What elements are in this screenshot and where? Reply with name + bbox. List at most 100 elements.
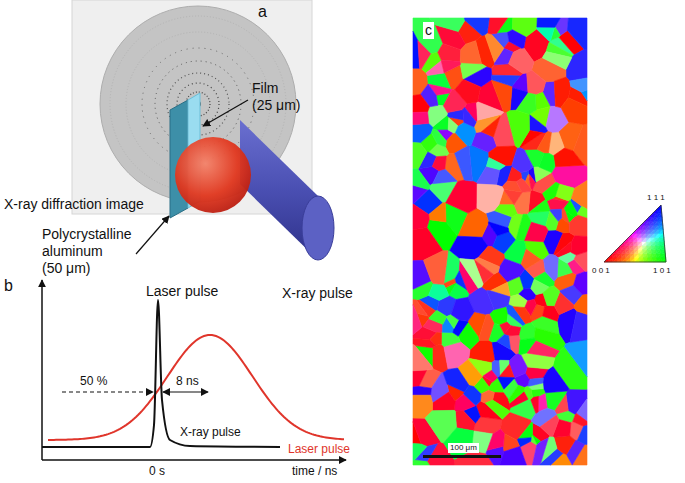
key-cell bbox=[625, 246, 629, 250]
key-cell bbox=[648, 254, 652, 258]
part-label: X-ray pulse bbox=[282, 285, 353, 302]
key-cell bbox=[633, 234, 637, 238]
grain bbox=[418, 41, 431, 69]
key-cell bbox=[637, 234, 641, 238]
key-cell bbox=[617, 254, 621, 258]
key-cell bbox=[641, 229, 645, 233]
key-cell bbox=[657, 258, 661, 262]
key-cell bbox=[634, 250, 638, 254]
axis-label: 0 s bbox=[149, 464, 165, 478]
key-cell bbox=[621, 258, 625, 262]
key-cell bbox=[639, 254, 643, 258]
grain bbox=[444, 279, 457, 288]
grain bbox=[455, 146, 473, 181]
grain bbox=[498, 259, 524, 282]
key-cell bbox=[646, 234, 650, 238]
key-outline bbox=[604, 205, 666, 262]
grain bbox=[497, 334, 511, 349]
key-cell bbox=[660, 242, 664, 246]
key-cell bbox=[641, 225, 645, 229]
delay-arrow bbox=[163, 391, 208, 392]
key-cell bbox=[647, 246, 651, 250]
key-cell bbox=[651, 238, 655, 242]
key-cell bbox=[650, 229, 654, 233]
grain bbox=[570, 78, 587, 92]
key-cell bbox=[655, 234, 659, 238]
color-key bbox=[604, 205, 666, 262]
grain bbox=[574, 271, 587, 295]
key-cell bbox=[617, 258, 621, 262]
grain bbox=[507, 110, 530, 147]
key-cell bbox=[621, 250, 625, 254]
grain bbox=[544, 254, 559, 281]
grain bbox=[567, 18, 587, 49]
xray-pulse-curve bbox=[42, 300, 280, 447]
grain bbox=[413, 338, 436, 347]
key-cell bbox=[645, 225, 649, 229]
grain bbox=[543, 366, 569, 393]
grain bbox=[531, 396, 539, 413]
laser-beam bbox=[175, 137, 251, 213]
grain bbox=[477, 184, 504, 213]
key-cell bbox=[642, 242, 646, 246]
key-cell bbox=[641, 234, 645, 238]
key-cell bbox=[639, 258, 643, 262]
grain bbox=[537, 27, 555, 41]
key-cell bbox=[650, 221, 654, 225]
key-cell bbox=[633, 242, 637, 246]
grain bbox=[432, 392, 455, 411]
key-cell bbox=[630, 258, 634, 262]
panel-letter: a bbox=[258, 2, 267, 21]
key-cell bbox=[647, 246, 651, 250]
key-cell bbox=[638, 242, 642, 246]
key-cell bbox=[625, 246, 629, 250]
key-cell bbox=[657, 209, 661, 213]
key-cell bbox=[651, 242, 655, 246]
key-cell bbox=[638, 246, 642, 250]
key-cell bbox=[648, 258, 652, 262]
grain bbox=[423, 251, 448, 285]
grain bbox=[438, 43, 461, 61]
grain bbox=[428, 105, 448, 127]
key-cell bbox=[658, 221, 662, 225]
key-cell bbox=[652, 250, 656, 254]
key-cell bbox=[659, 238, 663, 242]
key-cell bbox=[625, 242, 629, 246]
key-cell bbox=[652, 254, 656, 258]
key-cell bbox=[652, 254, 656, 258]
grain bbox=[571, 181, 587, 210]
grain bbox=[525, 222, 549, 241]
key-cell bbox=[659, 234, 663, 238]
key-cell bbox=[661, 258, 665, 262]
key-cell bbox=[639, 250, 643, 254]
grain bbox=[432, 156, 446, 171]
key-cell bbox=[644, 254, 648, 258]
key-cell bbox=[608, 258, 612, 262]
setup-illustration bbox=[72, 0, 334, 260]
scale-label: 100 μm bbox=[448, 443, 479, 453]
grain bbox=[499, 364, 514, 377]
key-cell bbox=[643, 254, 647, 258]
grain bbox=[543, 182, 560, 201]
key-cell bbox=[635, 254, 639, 258]
key-cell bbox=[646, 238, 650, 242]
key-cell bbox=[650, 234, 654, 238]
key-cell bbox=[617, 258, 621, 262]
key-cell bbox=[630, 250, 634, 254]
key-cell bbox=[651, 238, 655, 242]
grain bbox=[413, 112, 429, 125]
grain bbox=[498, 377, 515, 389]
key-cell bbox=[637, 238, 641, 242]
key-cell bbox=[635, 258, 639, 262]
grain bbox=[500, 447, 527, 465]
key-cell bbox=[631, 258, 635, 262]
grain bbox=[487, 18, 507, 34]
grain bbox=[573, 413, 587, 426]
key-cell bbox=[651, 246, 655, 250]
key-cell bbox=[646, 234, 650, 238]
grain bbox=[485, 400, 509, 419]
key-cell bbox=[657, 254, 661, 258]
key-cell bbox=[634, 242, 638, 246]
key-cell bbox=[652, 246, 656, 250]
